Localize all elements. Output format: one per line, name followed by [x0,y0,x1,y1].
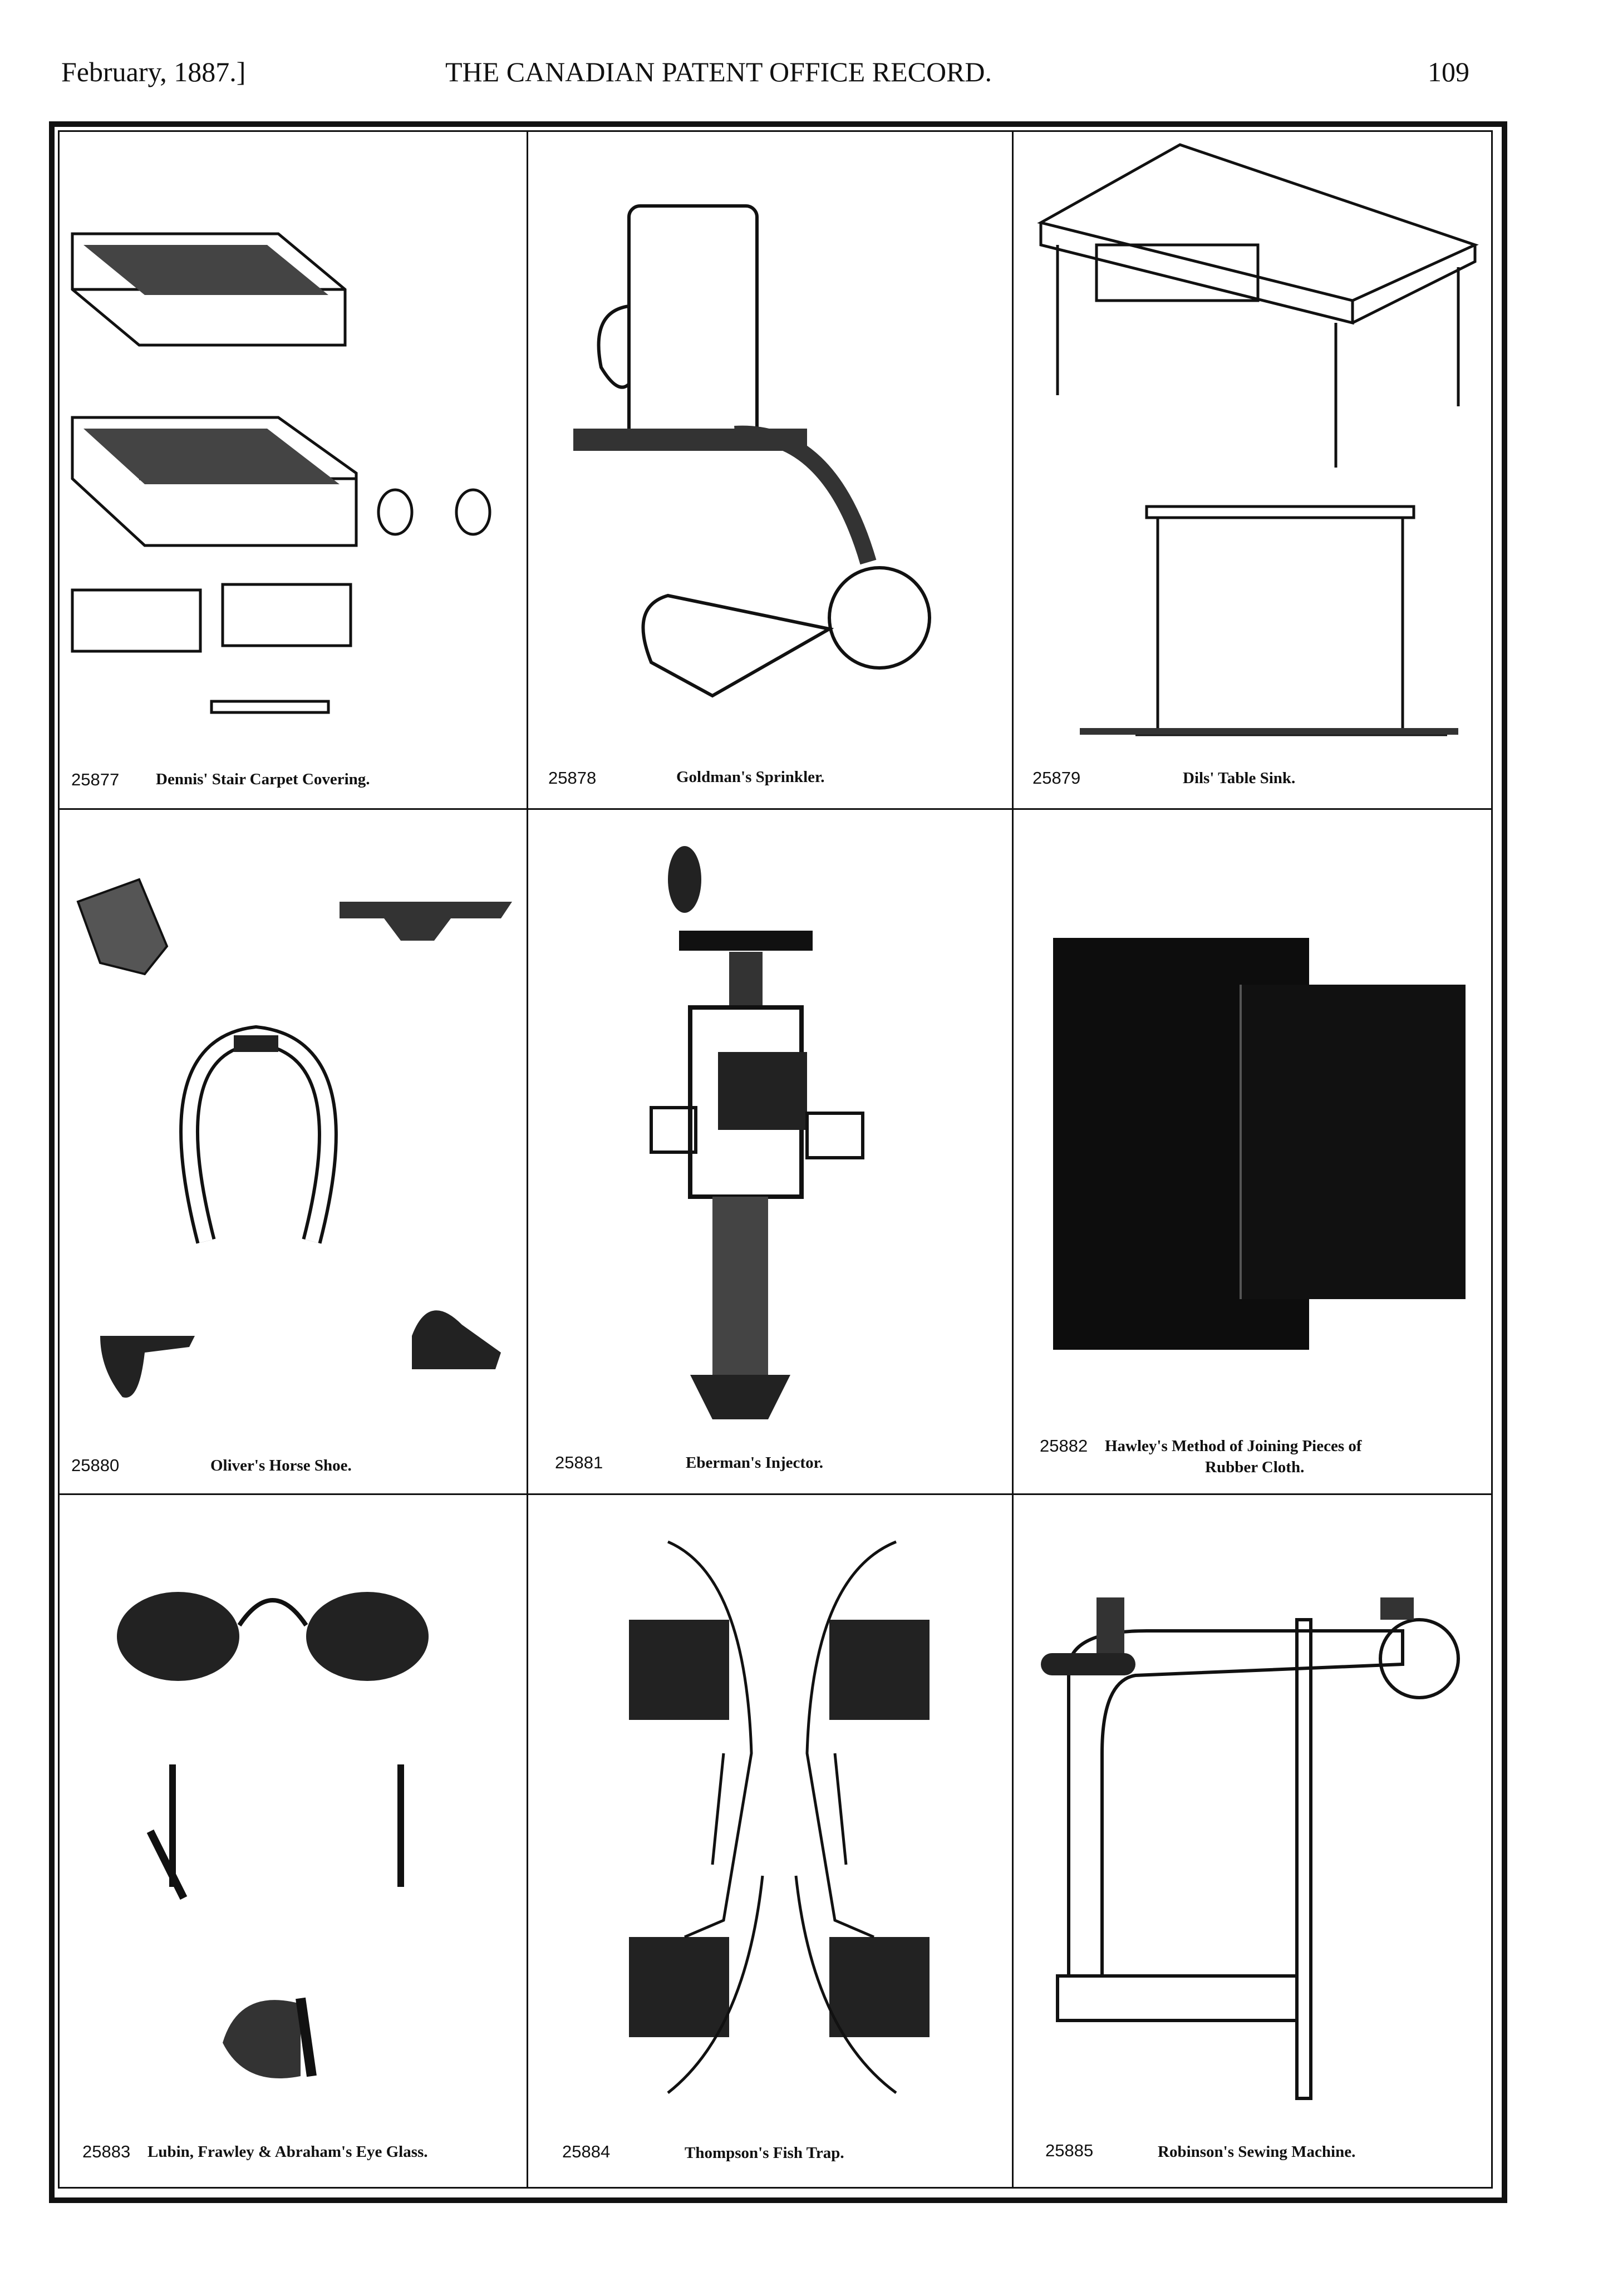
patent-number: 25882 [1040,1436,1088,1456]
patent-number: 25878 [548,768,597,788]
patent-title: Oliver's Horse Shoe. [210,1457,352,1474]
patent-title: Lubin, Frawley & Abraham's Eye Glass. [147,2143,428,2161]
page-number: 109 [1428,56,1469,87]
stair-carpet-drawing [71,232,491,714]
patent-title: Robinson's Sewing Machine. [1158,2143,1356,2161]
sprinkler-drawing [573,204,931,698]
patent-title: Eberman's Injector. [686,1454,824,1472]
patent-number: 25885 [1045,2141,1094,2160]
injector-drawing [650,846,864,1419]
rubber-cloth-piece-right [1240,985,1466,1299]
patent-number: 25879 [1032,768,1081,788]
patent-number: 25880 [71,1456,120,1475]
eye-glass-drawing [117,1592,429,2078]
sewing-machine-drawing [1041,1597,1460,2100]
patent-number: 25884 [562,2142,611,2161]
patent-title: Thompson's Fish Trap. [685,2144,844,2162]
page-frame [49,121,1507,2203]
patent-title: Dennis' Stair Carpet Covering. [156,770,370,788]
patent-title: Goldman's Sprinkler. [676,768,825,786]
column-divider [527,130,528,2187]
patent-title: Hawley's Method of Joining Pieces of [1105,1437,1362,1455]
patent-title: Dils' Table Sink. [1183,769,1296,787]
row-divider [58,808,1491,810]
column-divider [1012,130,1014,2187]
patent-number: 25877 [71,770,120,789]
inner-frame [58,130,1493,2189]
row-divider [58,1493,1491,1495]
horse-shoe-drawing [76,878,512,1398]
page-title: THE CANADIAN PATENT OFFICE RECORD. [445,56,992,87]
table-sink-drawing [1037,143,1479,736]
patent-number: 25881 [555,1453,603,1472]
patent-title-line2: Rubber Cloth. [1205,1458,1305,1476]
fish-trap-drawing [629,1540,930,2095]
patent-number: 25883 [82,2142,131,2161]
header-date: February, 1887.] [61,56,246,87]
